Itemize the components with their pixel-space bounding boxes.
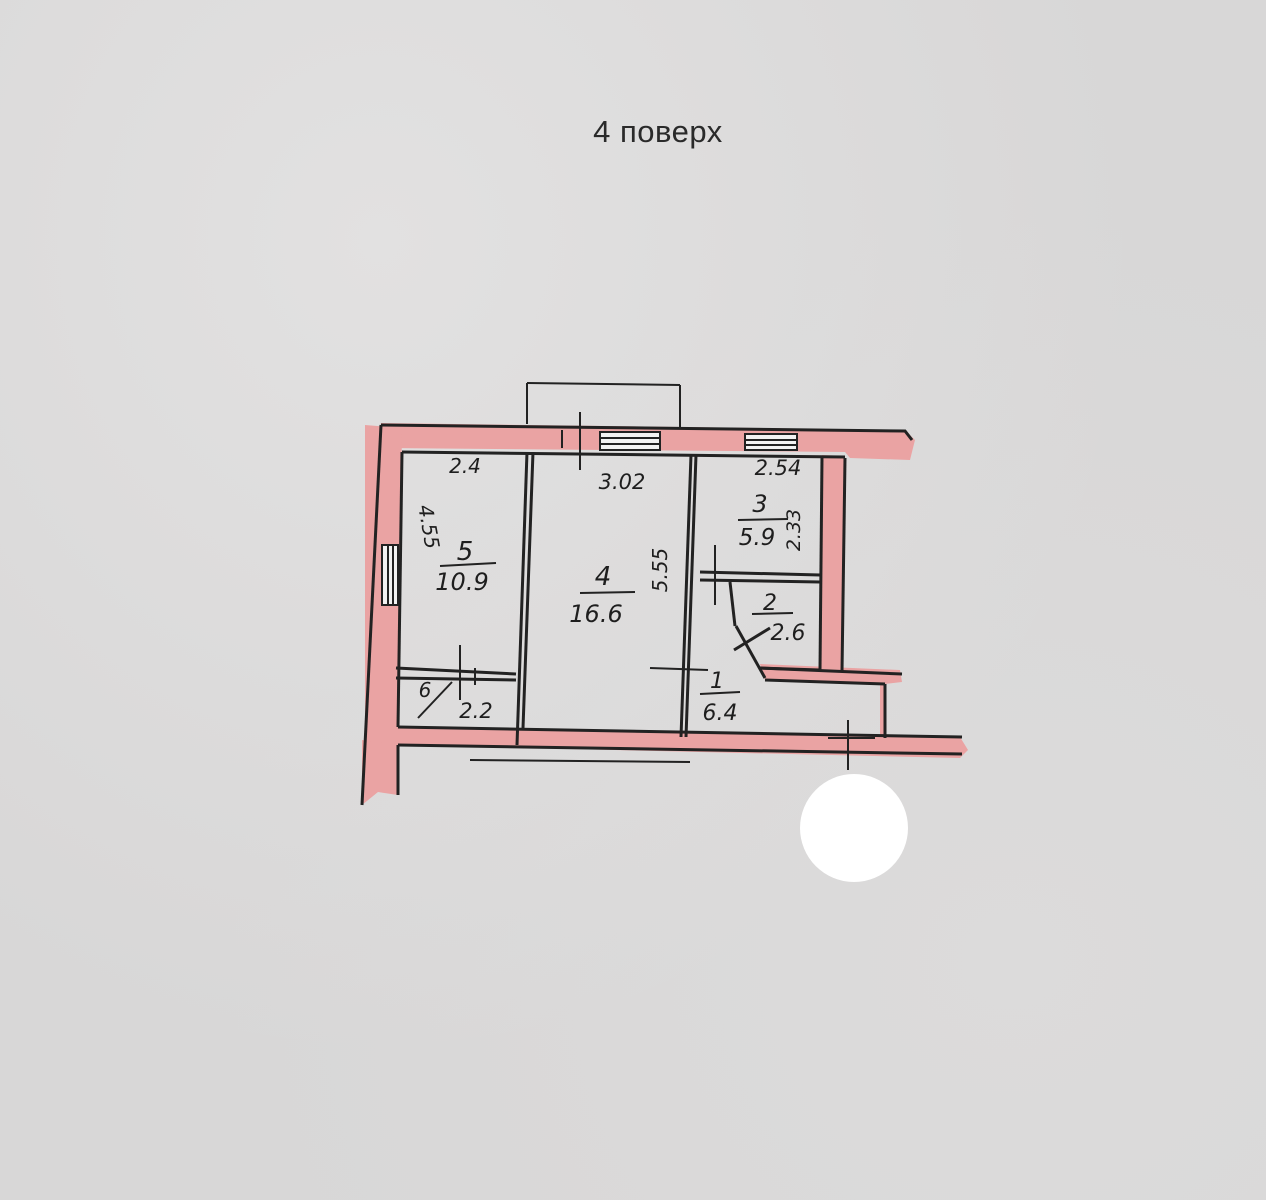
redaction-circle [800, 774, 908, 882]
dimension-room3-width: 2.54 [755, 456, 802, 480]
dimension-room5-length: 4.55 [413, 503, 444, 551]
floor-title: 4 поверх [593, 114, 723, 149]
interior-partitions [395, 451, 875, 763]
room-area: 5.9 [739, 525, 776, 551]
room-area: 10.9 [435, 568, 488, 596]
dimension-ticks [459, 412, 849, 770]
room-number: 1 [710, 669, 724, 694]
room-number: 5 [457, 537, 474, 567]
room-area: 2.2 [459, 699, 492, 723]
room-number: 3 [752, 490, 767, 518]
room-label-1: 1 6.4 [699, 669, 741, 726]
room-label-6: 6 2.2 [417, 678, 493, 723]
windows [381, 431, 798, 606]
exterior-walls [362, 423, 968, 805]
dimension-room4-width: 3.02 [599, 470, 646, 494]
balcony-outline [526, 382, 681, 428]
room-area: 6.4 [703, 701, 738, 726]
room-label-5: 5 10.9 [435, 537, 497, 596]
room-label-3: 3 5.9 [737, 490, 789, 551]
dimension-room4-length: 5.55 [648, 548, 672, 593]
dimension-room3-length: 2.33 [783, 509, 805, 551]
room-area: 16.6 [569, 600, 622, 628]
room-number: 6 [419, 678, 432, 702]
room-label-4: 4 16.6 [569, 562, 636, 628]
room-label-2: 2 2.6 [751, 591, 806, 646]
dimension-room5-width: 2.4 [449, 454, 481, 478]
room-number: 4 [595, 562, 612, 592]
room-area: 2.6 [771, 621, 806, 646]
room-number: 2 [763, 591, 777, 616]
